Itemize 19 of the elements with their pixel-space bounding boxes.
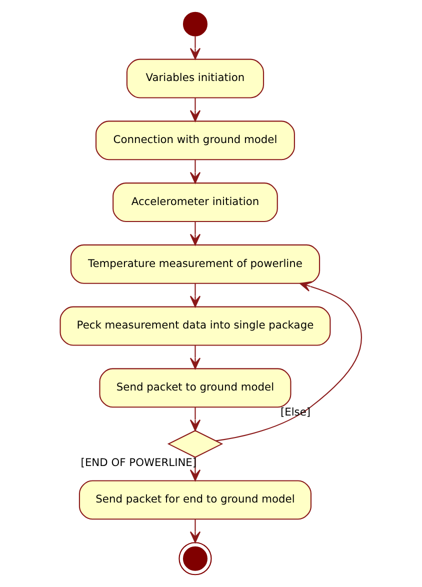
arrow [190, 519, 201, 543]
arrow [216, 281, 362, 442]
arrow [190, 160, 201, 184]
node-box: Send packet for end to ground model [78, 480, 312, 520]
node-box: Temperature measurement of powerline [70, 244, 320, 284]
node-box: Send packet to ground model [99, 368, 292, 408]
node-box: Connection with ground model [95, 120, 295, 160]
arrow [190, 36, 201, 60]
arrow [190, 407, 201, 432]
node-box: Variables initiation [126, 58, 264, 98]
node-circle [178, 542, 212, 576]
arrow [190, 345, 201, 370]
arrow [190, 283, 201, 308]
node-box: Accelerometer initiation [112, 182, 278, 222]
node-diamond [167, 430, 224, 458]
node-circle [182, 12, 208, 36]
node-box: Peck measurement data into single package [60, 306, 331, 346]
arrow [190, 98, 201, 122]
arrow [190, 222, 201, 246]
